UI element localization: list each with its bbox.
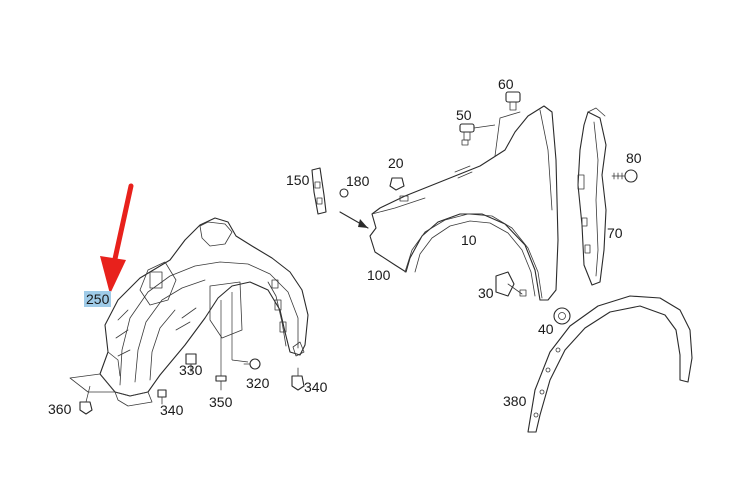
bracket-part-150[interactable] [311,167,327,215]
label-150[interactable]: 150 [286,172,310,188]
label-70[interactable]: 70 [607,225,623,241]
clip-part-20[interactable] [389,177,405,191]
label-340-left[interactable]: 340 [160,402,184,418]
fender-part-10[interactable] [369,105,559,301]
wheel-arch-trim-part-380[interactable] [527,295,693,433]
label-180[interactable]: 180 [346,173,370,189]
label-40[interactable]: 40 [538,321,554,337]
clip-part-360[interactable] [79,385,93,415]
label-320[interactable]: 320 [246,375,270,391]
label-380[interactable]: 380 [503,393,527,409]
nut-part-40[interactable] [553,307,571,325]
screw-part-180[interactable] [339,188,349,198]
clip-part-340-a[interactable] [157,389,167,405]
clip-part-340-b[interactable] [291,367,305,391]
label-330[interactable]: 330 [179,362,203,378]
label-30[interactable]: 30 [478,285,494,301]
bracket-part-70[interactable] [577,107,607,286]
pointer-arrowhead-100 [358,219,368,228]
label-60[interactable]: 60 [498,76,514,92]
screw-part-50[interactable] [459,123,496,141]
label-340-right[interactable]: 340 [304,379,328,395]
screw-part-320[interactable] [231,292,261,370]
wheel-liner-part-250[interactable] [69,217,309,407]
label-100[interactable]: 100 [367,267,391,283]
label-80[interactable]: 80 [626,150,642,166]
highlight-arrow [100,183,134,294]
label-250-highlighted[interactable]: 250 [84,291,112,307]
bolt-part-80[interactable] [611,169,638,183]
label-20[interactable]: 20 [388,155,404,171]
label-10[interactable]: 10 [461,232,477,248]
expanding-rivet-part-30[interactable] [495,271,527,297]
clip-part-60[interactable] [505,91,521,111]
label-360[interactable]: 360 [48,401,72,417]
label-50[interactable]: 50 [456,107,472,123]
label-350[interactable]: 350 [209,394,233,410]
rivet-part-330[interactable] [185,353,197,373]
screw-part-350[interactable] [215,300,227,391]
